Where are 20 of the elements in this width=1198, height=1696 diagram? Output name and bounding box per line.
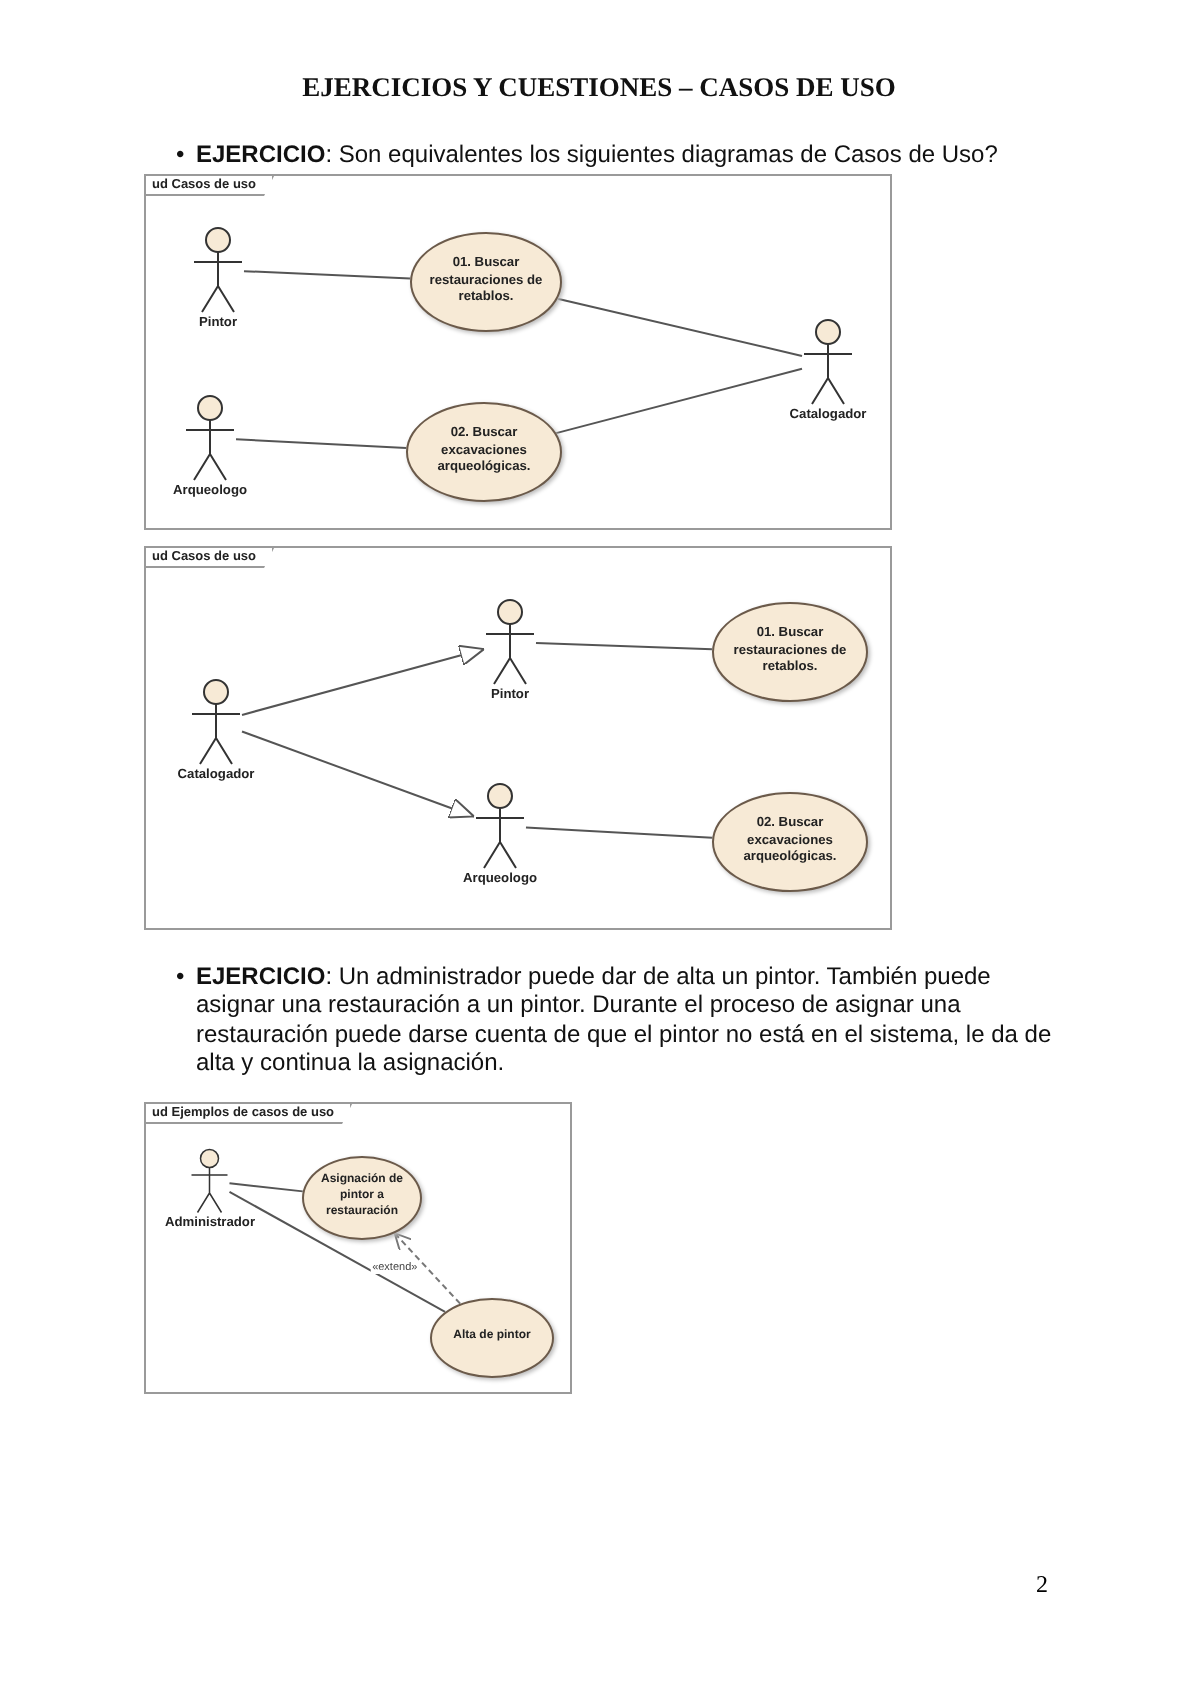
bullet-paragraph: EJERCICIO: Un administrador puede dar de alta un pintor. También puede asignar una restauración a un pintor. Durante el proceso de asignar una restauración puede darse cuenta de que el pintor no está en el sistema, le da de alta y continua la asignación.	[196, 962, 1054, 1078]
association-line	[228, 1190, 447, 1313]
page-title: EJERCICIOS Y CUESTIONES – CASOS DE USO	[300, 72, 898, 104]
bullet-mark: •	[176, 962, 185, 991]
generalization-arrow	[241, 730, 475, 819]
association-line	[535, 641, 714, 651]
page-number: 2	[1036, 1570, 1048, 1600]
association-line	[556, 297, 803, 357]
bullet-mark: •	[176, 140, 185, 169]
association-line	[243, 270, 412, 280]
diagram-frame	[144, 546, 892, 930]
association-line	[555, 367, 803, 435]
bullet-paragraph: EJERCICIO: Son equivalentes los siguientes diagramas de Casos de Uso?	[196, 140, 1000, 169]
association-line	[235, 438, 408, 450]
diagram-frame	[144, 174, 892, 530]
association-line	[525, 826, 714, 839]
diagram-frame	[144, 1102, 572, 1394]
association-line	[228, 1182, 304, 1193]
dependency-arrow	[393, 1232, 462, 1305]
generalization-arrow	[241, 644, 485, 716]
